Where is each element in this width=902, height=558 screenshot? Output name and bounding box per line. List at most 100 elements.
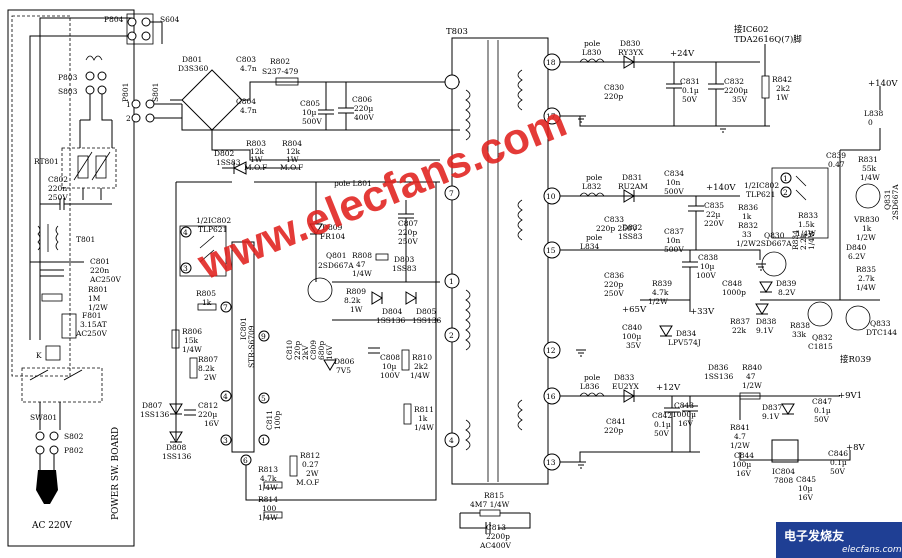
p803-coil	[85, 55, 103, 61]
q832-part: C1815	[808, 342, 833, 351]
rt801-label: RT801	[34, 157, 59, 166]
c807-name: C807	[398, 219, 418, 228]
l836-name: L836	[580, 382, 600, 391]
r833-power: 1/4W	[796, 229, 816, 238]
d832-name: D832	[622, 223, 643, 232]
r806-name: R806	[182, 327, 202, 336]
c836-value: 220p	[604, 280, 623, 289]
c830-value: 220p	[604, 92, 623, 101]
r805-value: 1k	[202, 298, 212, 307]
rt801-box	[61, 147, 117, 189]
t803-primary-windings	[465, 89, 471, 451]
power-sw-board-outline	[7, 9, 135, 547]
r812-value: 0.27	[302, 460, 319, 469]
l834-pole: pole	[586, 233, 603, 242]
l830-coil	[579, 58, 605, 63]
c801-name: C801	[90, 257, 110, 266]
logo-en: elecfans.com	[842, 545, 902, 555]
c840-voltage: 35V	[626, 341, 642, 350]
ic-pin-3a-num: 3	[183, 264, 188, 273]
r842-power: 1W	[776, 93, 789, 102]
t803-pin-4	[444, 432, 460, 448]
board-dashed-region	[11, 15, 71, 377]
l836-pole: pole	[584, 373, 601, 382]
ic804-name: IC804	[772, 467, 795, 476]
d831-part: RU2AM	[618, 182, 648, 191]
r841-value: 4.7	[734, 432, 746, 441]
c839-value: 0.47	[828, 160, 845, 169]
ic801-pin-5	[258, 392, 270, 404]
r835-name: R835	[856, 265, 876, 274]
q833-part: DTC144	[866, 328, 897, 337]
c801-value: 220n	[90, 266, 109, 275]
c802-value: 220n	[48, 184, 67, 193]
rail-r039: 接R039	[840, 354, 871, 365]
s801-label: S801	[151, 83, 160, 102]
c837-voltage: 500V	[664, 245, 684, 254]
c801-symbol	[30, 261, 84, 277]
ic-pin-4a	[180, 226, 192, 238]
c837-value: 10n	[666, 236, 681, 245]
ic801-pin-3-num: 3	[223, 436, 228, 445]
p803-pin2	[97, 71, 107, 81]
c805-value: 10µ	[302, 108, 317, 117]
l832-pole: pole	[586, 173, 603, 182]
ic802b-part: TLP621	[746, 190, 775, 199]
c845-name: C845	[796, 475, 816, 484]
c841-name: C841	[606, 417, 626, 426]
d801-name: D801	[182, 55, 202, 64]
r841-power: 1/2W	[730, 441, 750, 450]
c802-voltage: 250V	[48, 193, 68, 202]
p802-pin2	[49, 445, 59, 455]
r809-power: 1W	[350, 305, 363, 314]
ic801-pin-1	[258, 434, 270, 446]
c845-voltage: 16V	[798, 493, 814, 502]
r815-symbol	[479, 509, 501, 517]
ic804-body	[771, 439, 799, 463]
t803-pin-7-num: 7	[449, 189, 454, 198]
r841-name: R841	[730, 423, 750, 432]
c808-symbol	[368, 347, 380, 354]
q832-name: Q832	[812, 333, 833, 342]
r803-name: R803	[246, 139, 266, 148]
p801-pin2	[131, 113, 141, 123]
r805-symbol	[197, 303, 217, 311]
s801-pin2	[145, 113, 155, 123]
r801-symbol	[41, 293, 63, 302]
d804-d805-symbols	[371, 291, 417, 305]
rt801-element-2	[95, 155, 107, 179]
t803-frame	[451, 37, 549, 485]
c846-name: C846	[828, 449, 848, 458]
c834-value: 10n	[666, 178, 681, 187]
c803-name: C803	[236, 55, 256, 64]
sw801-contacts	[29, 369, 83, 381]
f801-rating: 3.15AT	[80, 320, 107, 329]
c844-voltage: 16V	[736, 469, 752, 478]
c812-voltage: 16V	[204, 419, 220, 428]
c846-value: 0.1µ	[830, 458, 847, 467]
s803-pin1	[85, 85, 95, 95]
c835-symbol	[688, 196, 704, 250]
r831-name: R831	[858, 155, 878, 164]
rt801-wires	[79, 120, 113, 200]
d830-part: RY3YX	[618, 48, 644, 57]
r839-power: 1/2W	[648, 297, 668, 306]
d839-value: 8.2V	[778, 288, 796, 297]
t803-label: T803	[446, 27, 468, 37]
r839-value: 4.7k	[652, 288, 669, 297]
ic801-pin-5-num: 5	[261, 394, 266, 403]
r809-name: R809	[346, 287, 366, 296]
ic801-name: IC801	[239, 317, 248, 340]
q831-name: Q831	[883, 190, 892, 210]
ic801-pin-6-num: 6	[243, 456, 248, 465]
d804-part: 1SS136	[376, 316, 405, 325]
c811-value: 100p	[273, 411, 282, 430]
c848-name: C848	[722, 279, 742, 288]
d834-part: LPV574J	[668, 338, 701, 347]
vr830-value: 1k	[862, 224, 872, 233]
r838-name: R838	[790, 321, 810, 330]
rail-140v-a: +140V	[706, 183, 736, 193]
d830-name: D830	[620, 39, 641, 48]
r808-name: R808	[352, 251, 372, 260]
q801-name: Q801	[326, 251, 346, 260]
